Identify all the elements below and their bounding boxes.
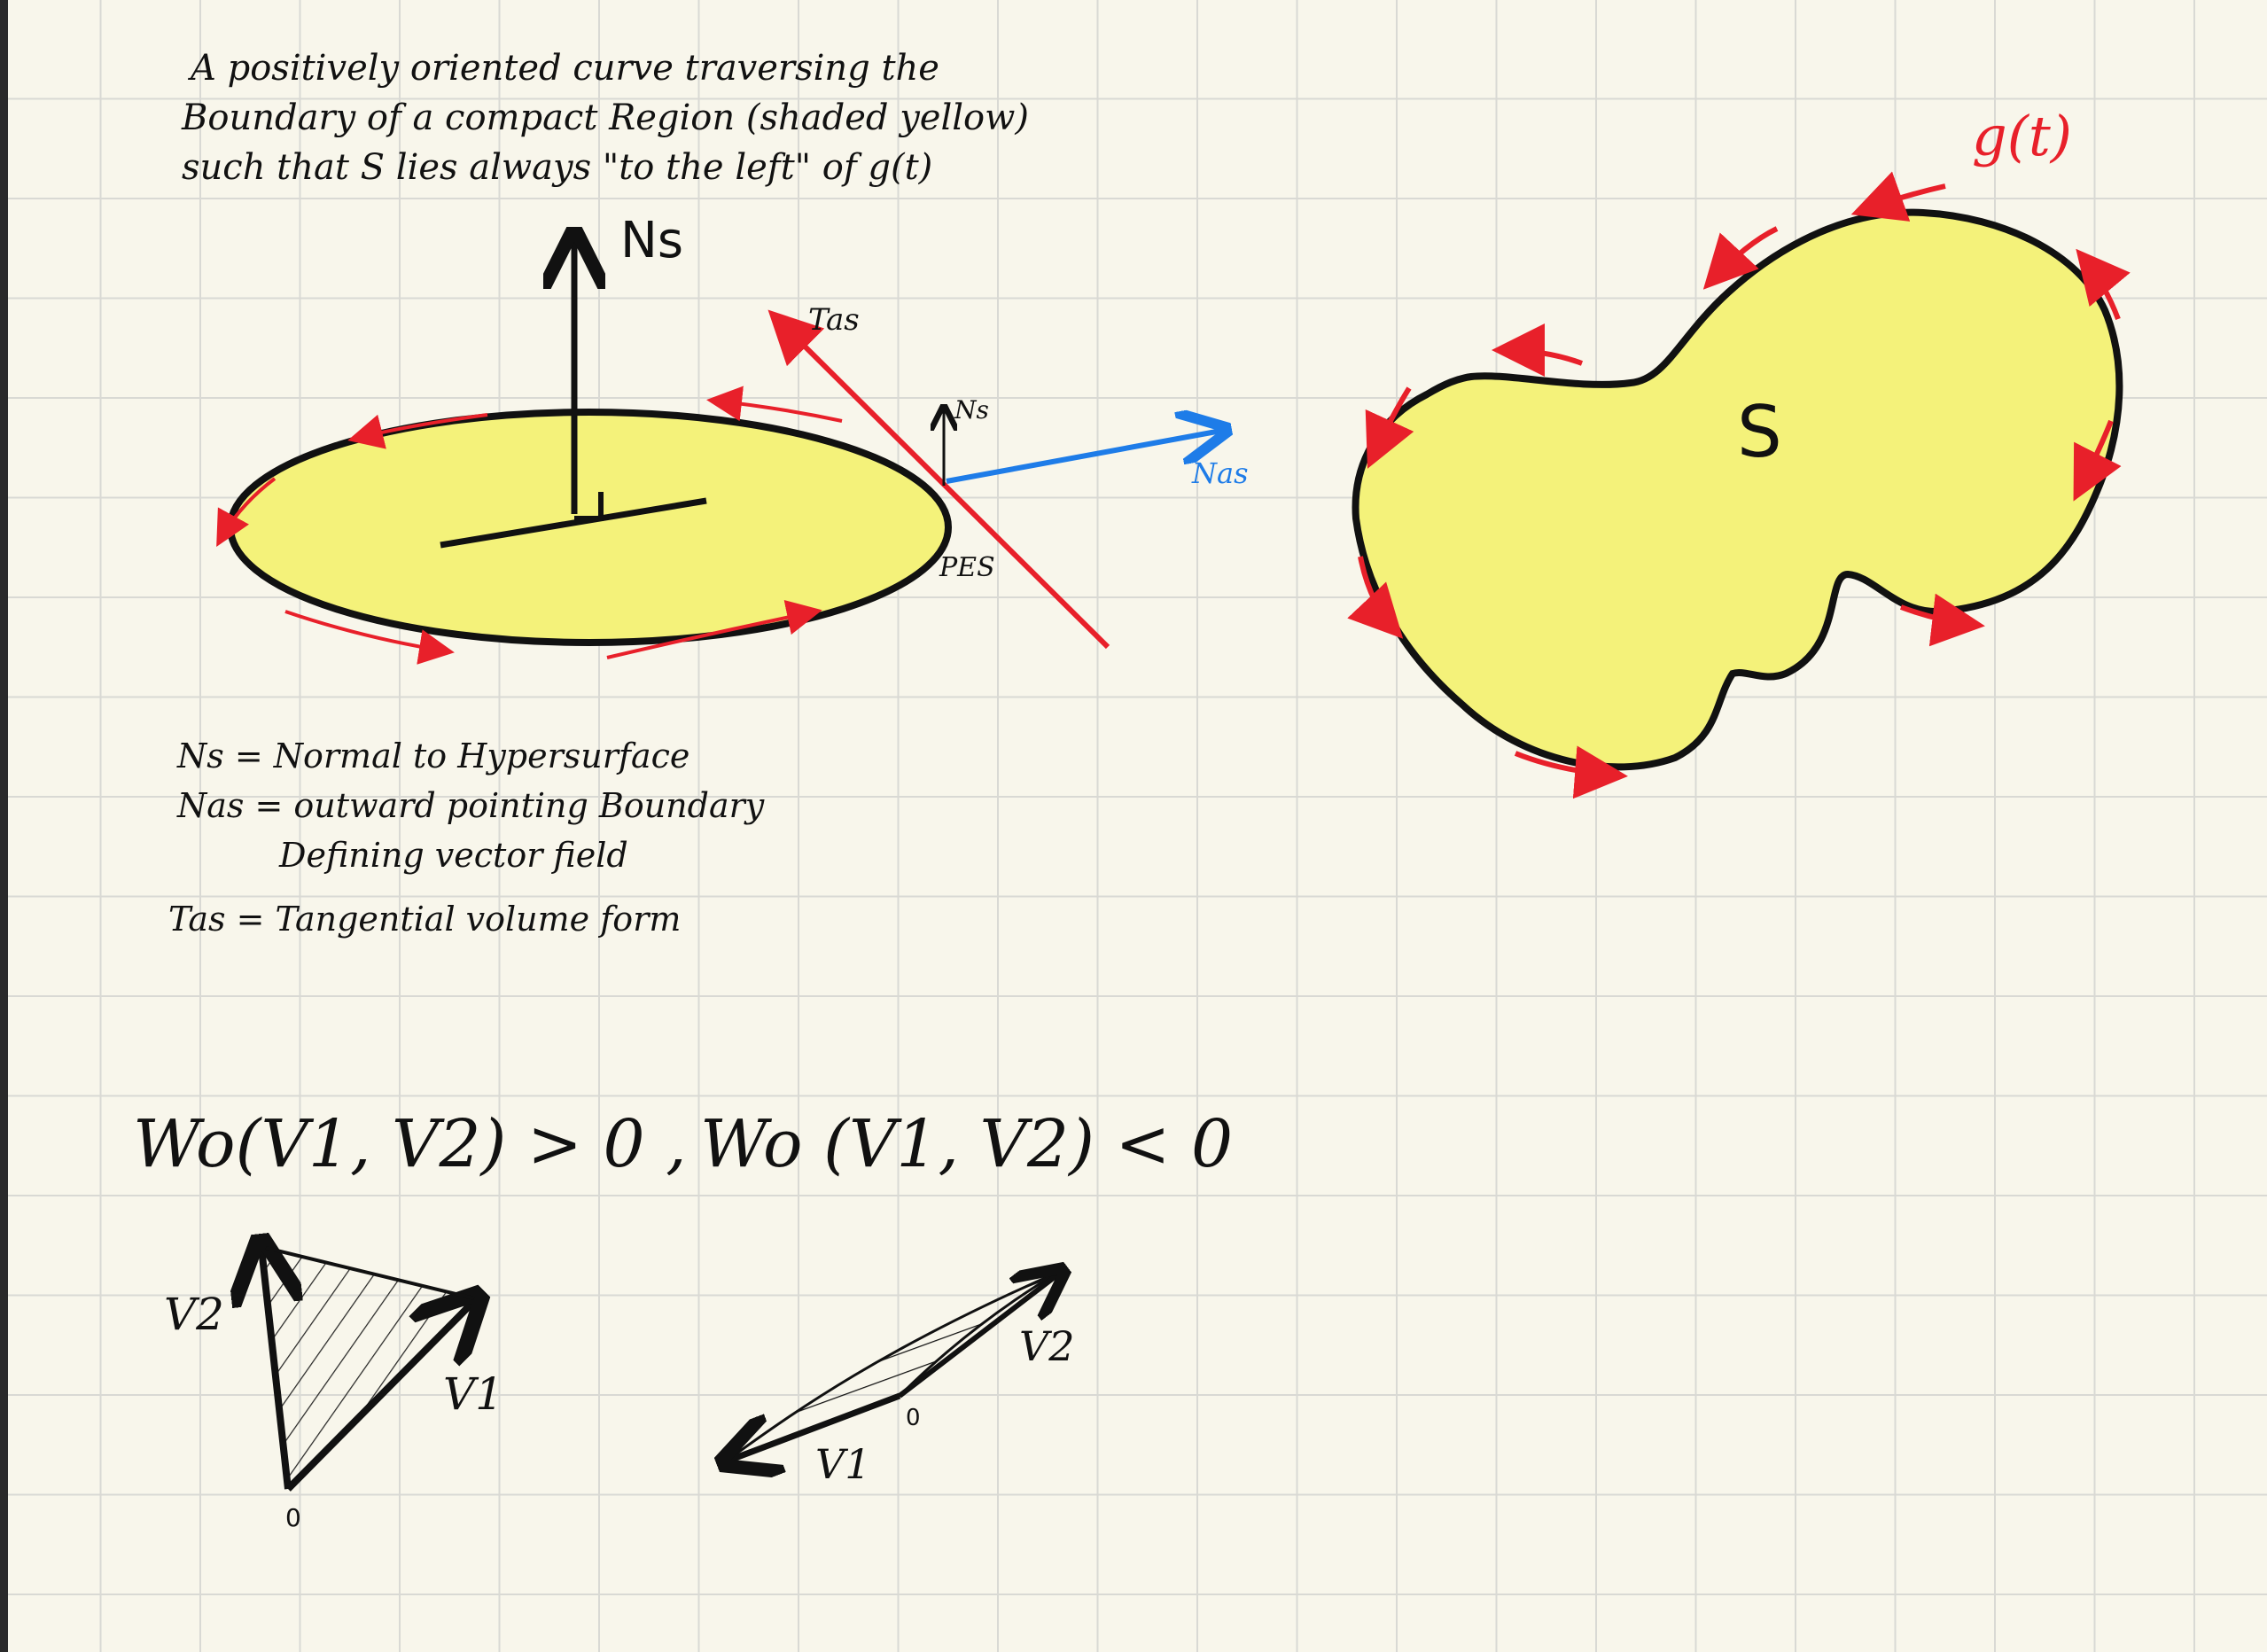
label-right-v1: V1 [815,1440,871,1488]
label-right-v2: V2 [1019,1322,1075,1370]
label-ns-small: Ns [954,395,989,425]
orientation-positive: Wo(V1, V2) > 0 , [133,1106,687,1182]
label-left-origin: 0 [285,1503,301,1532]
tangent-line-tas [767,309,1110,650]
surface-ellipse [227,409,952,646]
label-region-s: S [1737,391,1782,473]
caption-line-3: such that S lies always "to the left" of… [182,147,932,188]
triangle-positive-orientation [261,1245,477,1492]
legend-line-1: Ns = Normal to Hypersurface [176,736,689,775]
orientation-negative: Wo (V1, V2) < 0 [700,1106,1233,1182]
label-curve-gamma: g(t) [1972,104,2072,168]
outward-normal-nas [946,431,1221,484]
legend-line-3: Defining vector field [278,836,628,875]
label-point: PES [939,552,995,583]
label-left-v2: V2 [164,1289,224,1340]
window-edge [0,0,8,1652]
legend-line-2: Nas = outward pointing Boundary [176,786,765,825]
label-nas: Nas [1191,456,1249,490]
label-ns: Ns [620,212,683,269]
caption-line-2: Boundary of a compact Region (shaded yel… [181,97,1029,138]
label-left-v1: V1 [443,1368,503,1420]
label-tas: Tas [808,302,860,338]
caption-line-1: A positively oriented curve traversing t… [187,48,939,89]
region-s-blob [1352,208,2123,771]
normal-vector-ns [440,239,707,549]
sliver-negative-orientation [727,1272,1059,1461]
label-right-origin: 0 [906,1405,921,1431]
legend-line-4: Tas = Tangential volume form [168,900,681,939]
ellipse-orientation-arrows [216,386,843,665]
blob-orientation-arrows [1347,171,2131,799]
